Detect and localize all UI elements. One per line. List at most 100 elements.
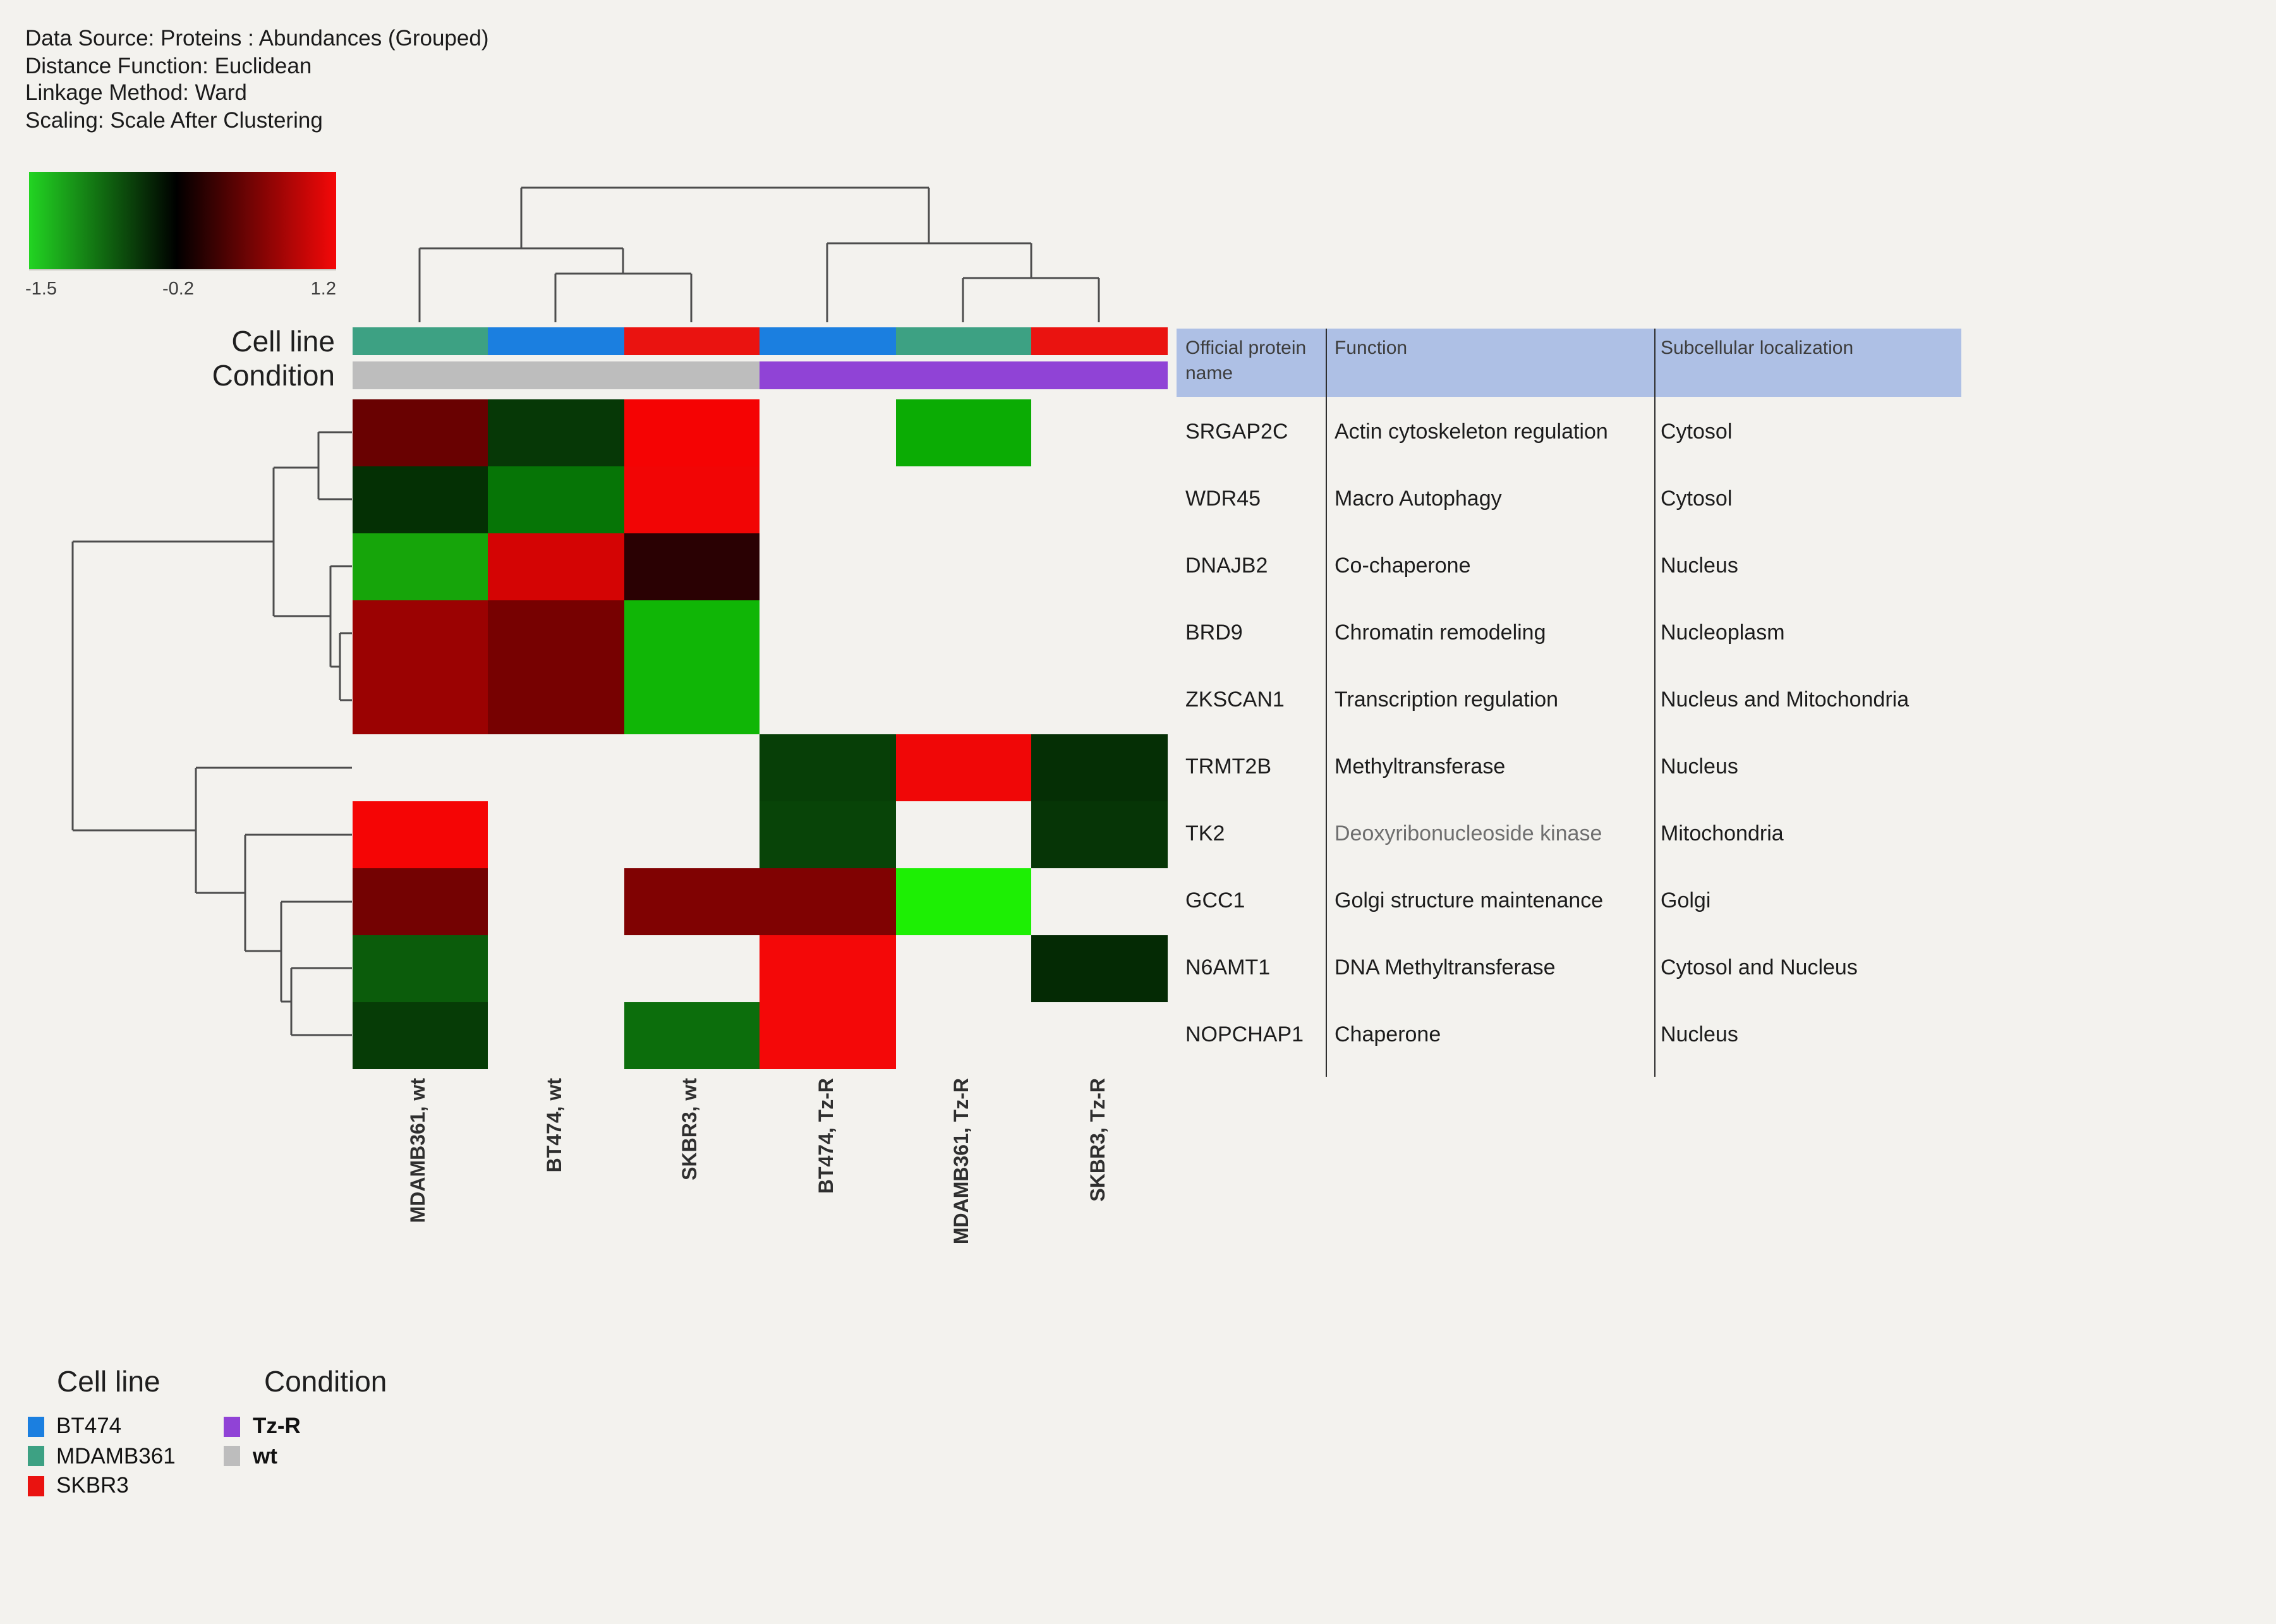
table-protein-name: DNAJB2 [1185, 554, 1268, 578]
legend-condition-title: Condition [264, 1365, 387, 1398]
legend-item: MDAMB361 [27, 1443, 176, 1468]
heatmap-cell [760, 868, 895, 935]
heatmap-cell [624, 600, 760, 667]
heatmap-cell [352, 533, 488, 600]
heatmap-cell [352, 600, 488, 667]
legend-item: BT474 [27, 1413, 122, 1438]
heatmap-cell [624, 1002, 760, 1069]
legend-color-swatch [27, 1446, 44, 1466]
heatmap-cell [624, 533, 760, 600]
heatmap-cell [895, 399, 1031, 466]
legend-item-label: MDAMB361 [56, 1443, 176, 1468]
cell-line-segment [624, 327, 760, 354]
table-protein-name: WDR45 [1185, 487, 1261, 511]
cell-line-segment [1031, 327, 1167, 354]
table-protein-name: TK2 [1185, 821, 1225, 845]
settings-line: Distance Function: Euclidean [25, 52, 312, 78]
table-header-function: Function [1335, 337, 1408, 359]
table-protein-function: Golgi structure maintenance [1335, 888, 1604, 912]
table-header-localization: Subcellular localization [1661, 337, 1854, 359]
heatmap-cell [760, 801, 895, 868]
legend-color-swatch [27, 1416, 44, 1436]
heatmap-cell [352, 935, 488, 1002]
table-protein-localization: Cytosol [1661, 420, 1733, 444]
table-protein-localization: Cytosol [1661, 487, 1733, 511]
settings-line: Data Source: Proteins : Abundances (Grou… [25, 25, 489, 51]
heatmap-column-label: BT474, wt [544, 1078, 566, 1173]
legend-color-swatch [224, 1416, 240, 1436]
table-protein-localization: Nucleus [1661, 554, 1738, 578]
legend-item-label: SKBR3 [56, 1472, 129, 1498]
cell-line-bar-label: Cell line [231, 325, 335, 358]
heatmap-cell [895, 868, 1031, 935]
heatmap-cell [488, 533, 624, 600]
table-protein-name: NOPCHAP1 [1185, 1022, 1304, 1046]
heatmap-cell [352, 1002, 488, 1069]
settings-line: Linkage Method: Ward [25, 80, 247, 105]
table-protein-function: Co-chaperone [1335, 554, 1471, 578]
color-scale-tick-max: 1.2 [310, 279, 336, 300]
legend-item-label: Tz-R [253, 1413, 301, 1438]
heatmap-cell [488, 667, 624, 734]
color-scale-tick-mid: -0.2 [162, 279, 194, 300]
analysis-settings-text: Data Source: Proteins : Abundances (Grou… [25, 25, 489, 134]
color-scale-tick-min: -1.5 [25, 279, 57, 300]
table-protein-localization: Nucleoplasm [1661, 621, 1785, 645]
table-protein-function: Chromatin remodeling [1335, 621, 1546, 645]
heatmap-cell [760, 1002, 895, 1069]
table-protein-name: ZKSCAN1 [1185, 688, 1285, 712]
table-protein-localization: Nucleus [1661, 1022, 1738, 1046]
table-column-separator [1654, 329, 1656, 1077]
legend-item-label: BT474 [56, 1413, 122, 1438]
table-protein-localization: Nucleus and Mitochondria [1661, 688, 1910, 712]
table-protein-name: BRD9 [1185, 621, 1243, 645]
heatmap-column-label: SKBR3, wt [680, 1078, 702, 1180]
heatmap-cell [1031, 734, 1167, 801]
table-protein-function: Macro Autophagy [1335, 487, 1502, 511]
heatmap-cell [624, 399, 760, 466]
legend-cell-line-title: Cell line [57, 1365, 160, 1398]
legend-item: Tz-R [224, 1413, 301, 1438]
heatmap-cell [352, 399, 488, 466]
cell-line-segment [352, 327, 488, 354]
condition-segment [352, 361, 760, 389]
heatmap-matrix [352, 399, 1167, 1069]
heatmap-cell [488, 600, 624, 667]
table-header-band: Official protein name Function Subcellul… [1177, 329, 1961, 396]
legend-item: wt [224, 1443, 277, 1468]
table-protein-function: Actin cytoskeleton regulation [1335, 420, 1608, 444]
color-scale-gradient [29, 172, 336, 270]
table-protein-function: Methyltransferase [1335, 754, 1506, 779]
legend-color-swatch [27, 1476, 44, 1496]
heatmap-cell [352, 466, 488, 533]
cell-line-annotation-bar [352, 327, 1167, 354]
settings-line: Scaling: Scale After Clustering [25, 107, 323, 132]
heatmap-cell [352, 801, 488, 868]
condition-annotation-bar [352, 361, 1167, 389]
table-protein-name: N6AMT1 [1185, 955, 1271, 979]
table-protein-name: TRMT2B [1185, 754, 1271, 779]
table-protein-function: Chaperone [1335, 1022, 1441, 1046]
table-protein-localization: Nucleus [1661, 754, 1738, 779]
legend-color-swatch [224, 1446, 240, 1466]
heatmap-cell [1031, 935, 1167, 1002]
table-protein-localization: Cytosol and Nucleus [1661, 955, 1858, 979]
table-protein-name: GCC1 [1185, 888, 1245, 912]
heatmap-cell [624, 667, 760, 734]
cell-line-segment [488, 327, 624, 354]
table-protein-function: Deoxyribonucleoside kinase [1335, 821, 1602, 845]
heatmap-column-label: MDAMB361, Tz-R [952, 1078, 974, 1245]
heatmap-cell [1031, 801, 1167, 868]
legend-item: SKBR3 [27, 1472, 129, 1498]
cell-line-segment [760, 327, 895, 354]
heatmap-column-label: BT474, Tz-R [816, 1078, 838, 1194]
table-protein-function: Transcription regulation [1335, 688, 1559, 712]
condition-bar-label: Condition [212, 359, 335, 392]
table-header-protein-name: Official protein name [1185, 337, 1307, 384]
cell-line-segment [895, 327, 1031, 354]
table-protein-localization: Golgi [1661, 888, 1711, 912]
legend-item-label: wt [253, 1443, 277, 1468]
table-protein-function: DNA Methyltransferase [1335, 955, 1556, 979]
heatmap-cell [624, 466, 760, 533]
